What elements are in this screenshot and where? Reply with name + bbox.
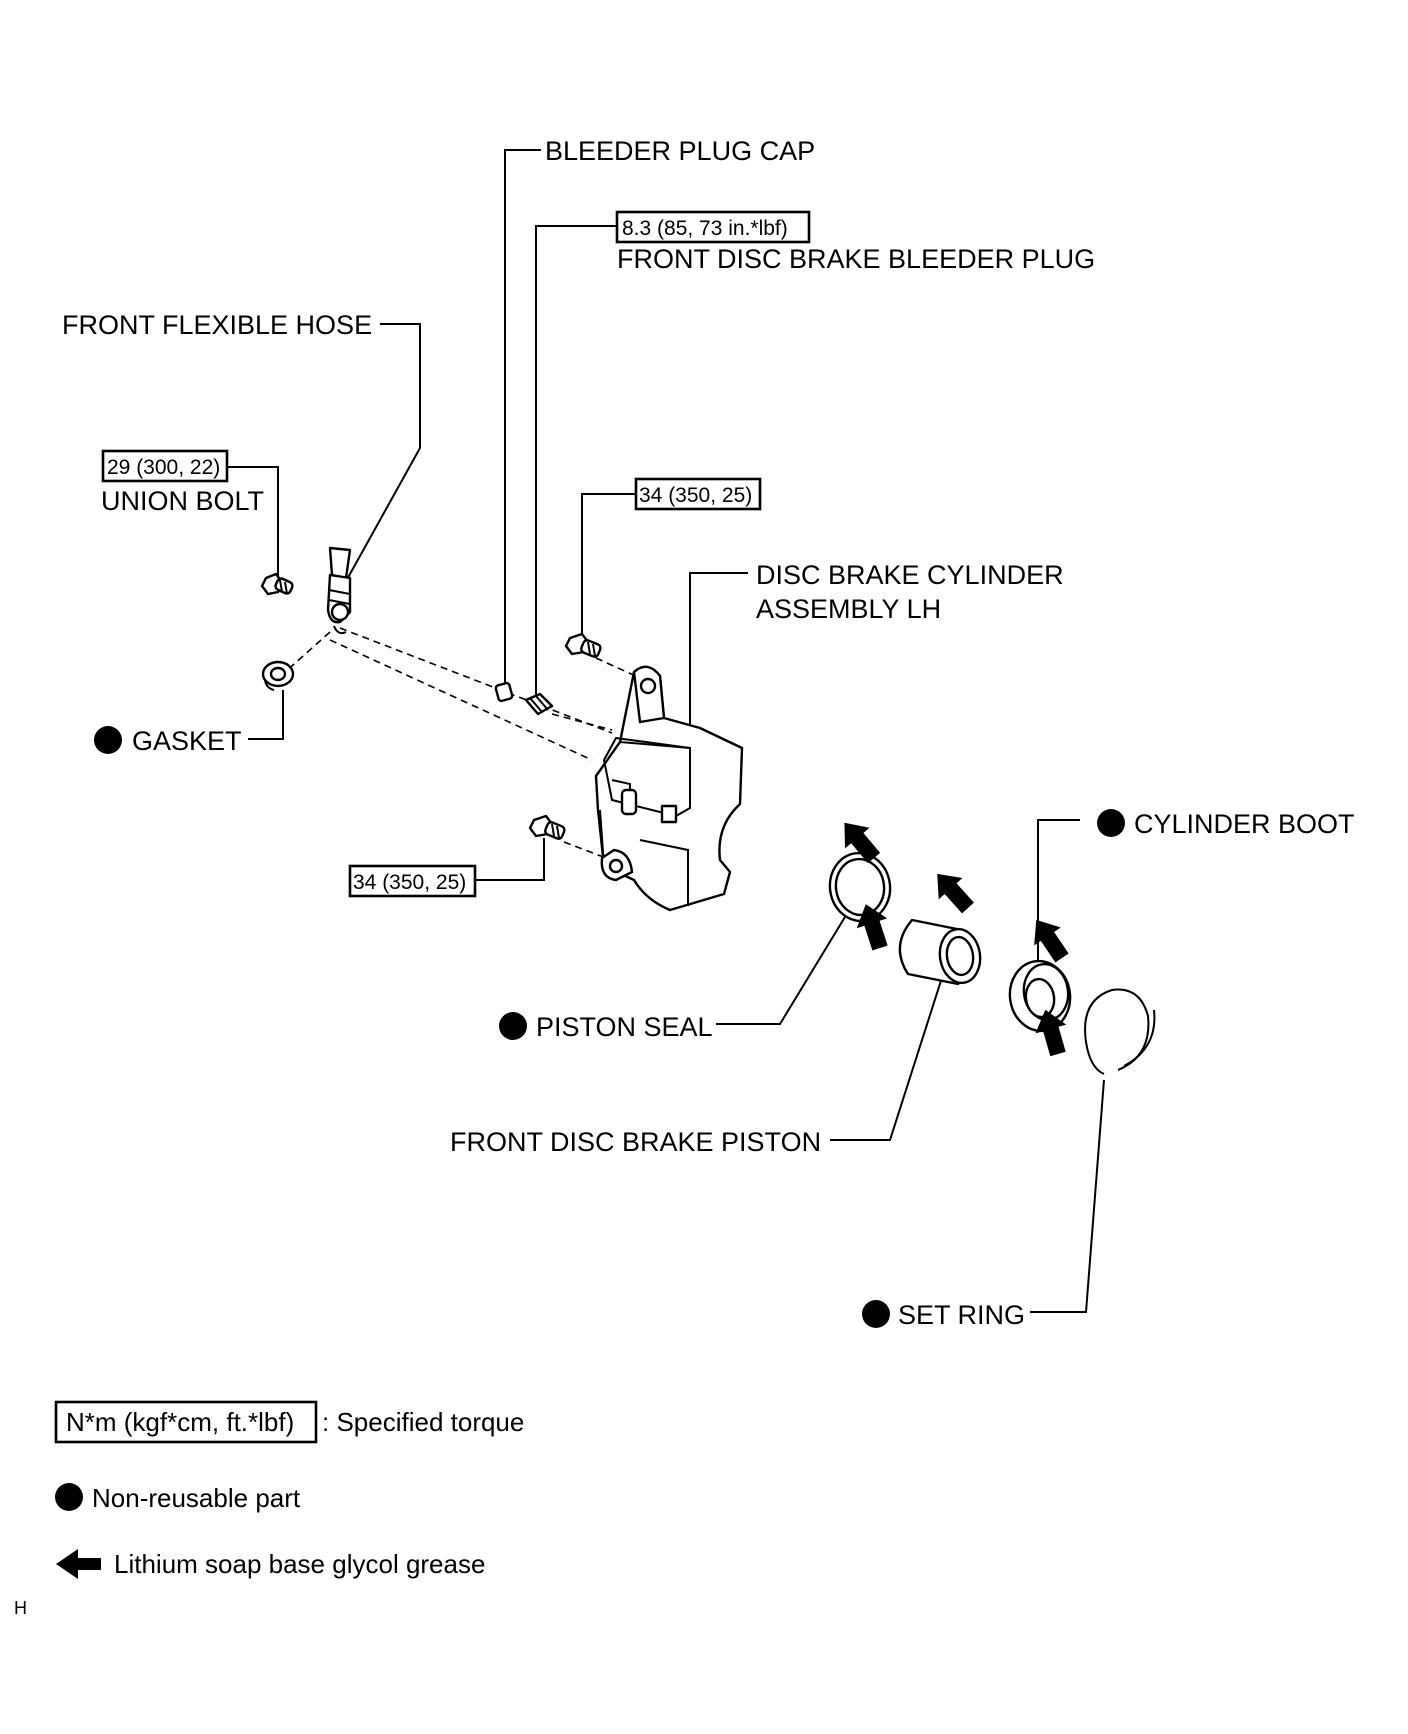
gasket-part bbox=[261, 660, 295, 691]
grease-arrow-icon bbox=[937, 873, 974, 914]
disc-brake-cylinder-leader bbox=[689, 572, 748, 738]
flexible-hose-part bbox=[326, 546, 352, 635]
bleeder-plug-leader bbox=[535, 225, 617, 695]
torque-lower-bolt-text: 34 (350, 25) bbox=[353, 871, 466, 894]
label-union-bolt: UNION BOLT bbox=[101, 486, 264, 516]
legend-torque-box-text: N*m (kgf*cm, ft.*lbf) bbox=[66, 1407, 294, 1437]
leader-lines bbox=[227, 149, 1105, 1313]
torque-lower-bolt: 34 (350, 25) bbox=[348, 864, 477, 898]
legend-torque-box bbox=[54, 1400, 318, 1444]
grease-arrows bbox=[844, 822, 1069, 1057]
label-cylinder-boot: CYLINDER BOOT bbox=[1134, 809, 1355, 839]
bleeder-plug-cap-leader bbox=[504, 149, 541, 690]
grease-arrow-icon bbox=[1034, 919, 1069, 963]
torque-upper-bolt-text: 34 (350, 25) bbox=[639, 484, 752, 507]
label-bleeder-plug-cap: BLEEDER PLUG CAP bbox=[545, 136, 815, 166]
label-piston-seal: PISTON SEAL bbox=[536, 1012, 713, 1042]
piston-part bbox=[898, 918, 982, 986]
union-bolt-leader bbox=[227, 466, 279, 582]
legend-torque-text: : Specified torque bbox=[322, 1407, 524, 1437]
label-front-disc-brake-bleeder-plug: FRONT DISC BRAKE BLEEDER PLUG bbox=[617, 244, 1095, 274]
upper-bolt-part bbox=[564, 632, 602, 658]
corner-mark: H bbox=[14, 1598, 27, 1618]
caliper-body-part bbox=[594, 665, 744, 912]
lower-bolt-part bbox=[528, 814, 566, 840]
label-disc-brake-cylinder-line2: ASSEMBLY LH bbox=[756, 594, 941, 624]
upper-bolt-leader bbox=[581, 493, 636, 640]
label-front-flexible-hose: FRONT FLEXIBLE HOSE bbox=[62, 310, 372, 340]
nonreusable-gasket-icon bbox=[94, 726, 122, 754]
cylinder-boot-leader bbox=[1037, 819, 1080, 968]
piston-seal-leader bbox=[716, 911, 849, 1025]
nonreusable-cylinder-boot-icon bbox=[1097, 809, 1125, 837]
legend-grease-text: Lithium soap base glycol grease bbox=[114, 1549, 485, 1579]
thick-arrow-icon bbox=[56, 1549, 101, 1579]
lower-bolt-leader bbox=[475, 838, 545, 881]
label-disc-brake-cylinder-line1: DISC BRAKE CYLINDER bbox=[756, 560, 1064, 590]
torque-union-bolt-text: 29 (300, 22) bbox=[107, 456, 220, 479]
bleeder-plug-cap-part bbox=[494, 681, 514, 703]
legend: N*m (kgf*cm, ft.*lbf) : Specified torque… bbox=[54, 1400, 524, 1579]
torque-bleeder-plug-text: 8.3 (85, 73 in.*lbf) bbox=[622, 217, 788, 240]
label-set-ring: SET RING bbox=[898, 1300, 1025, 1330]
torque-union-bolt: 29 (300, 22) bbox=[101, 449, 229, 483]
label-gasket: GASKET bbox=[132, 726, 242, 756]
filled-circle-icon bbox=[55, 1483, 83, 1511]
set-ring-part bbox=[1084, 988, 1156, 1075]
grease-arrow-icon bbox=[856, 904, 888, 951]
front-flexible-hose-leader bbox=[344, 323, 421, 584]
gasket-leader bbox=[248, 690, 284, 740]
bleeder-plug-part bbox=[524, 692, 554, 716]
piston-seal-part bbox=[828, 851, 892, 923]
grease-arrow-icon bbox=[844, 822, 881, 864]
union-bolt-part bbox=[260, 572, 294, 596]
torque-upper-bolt: 34 (350, 25) bbox=[634, 477, 762, 511]
nonreusable-set-ring-icon bbox=[862, 1300, 890, 1328]
label-front-disc-brake-piston: FRONT DISC BRAKE PISTON bbox=[450, 1127, 821, 1157]
cylinder-boot-part bbox=[1008, 959, 1072, 1033]
torque-bleeder-plug: 8.3 (85, 73 in.*lbf) bbox=[615, 210, 811, 244]
piston-leader bbox=[830, 939, 955, 1141]
nonreusable-piston-seal-icon bbox=[499, 1012, 527, 1040]
legend-nonreusable-text: Non-reusable part bbox=[92, 1483, 301, 1513]
set-ring-leader bbox=[1030, 1079, 1105, 1313]
grease-arrow-icon bbox=[1035, 1009, 1067, 1057]
assembly-lines bbox=[273, 627, 641, 859]
